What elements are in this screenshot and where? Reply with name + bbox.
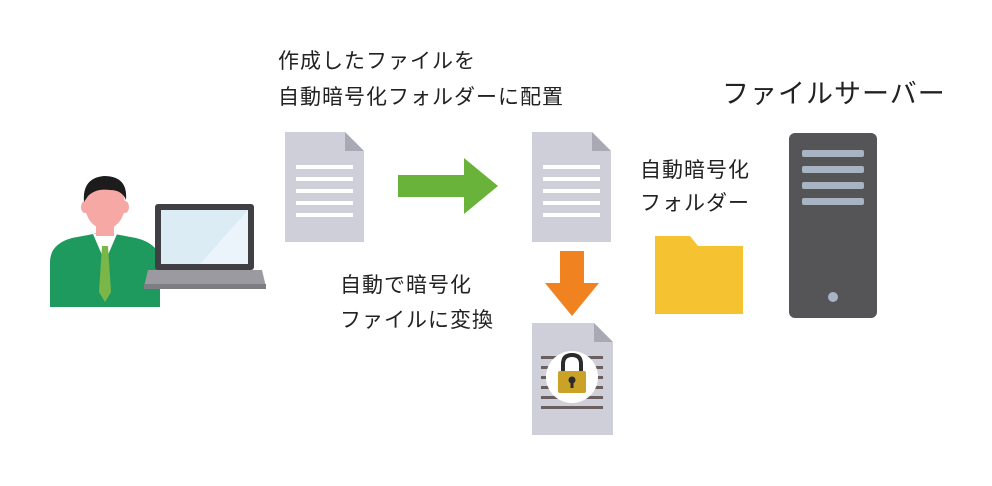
document-icon-placed (532, 132, 611, 242)
server-title: ファイルサーバー (722, 79, 946, 110)
user-icon (50, 176, 160, 307)
green-arrow-icon (398, 158, 498, 214)
convert-caption-line-2: ファイルに変換 (340, 308, 494, 332)
orange-arrow-icon (545, 251, 599, 316)
server-icon (789, 133, 877, 318)
encrypted-document-icon (532, 323, 613, 435)
folder-label-line-1: 自動暗号化 (640, 158, 750, 182)
caption-line-2: 自動暗号化フォルダーに配置 (278, 85, 564, 109)
lock-icon (558, 352, 586, 393)
caption-line-1: 作成したファイルを (278, 49, 476, 73)
folder-label-line-2: フォルダー (640, 191, 750, 215)
folder-icon (655, 236, 743, 314)
laptop-icon (144, 204, 266, 289)
document-icon-source (285, 132, 364, 242)
convert-caption-line-1: 自動で暗号化 (340, 273, 472, 297)
